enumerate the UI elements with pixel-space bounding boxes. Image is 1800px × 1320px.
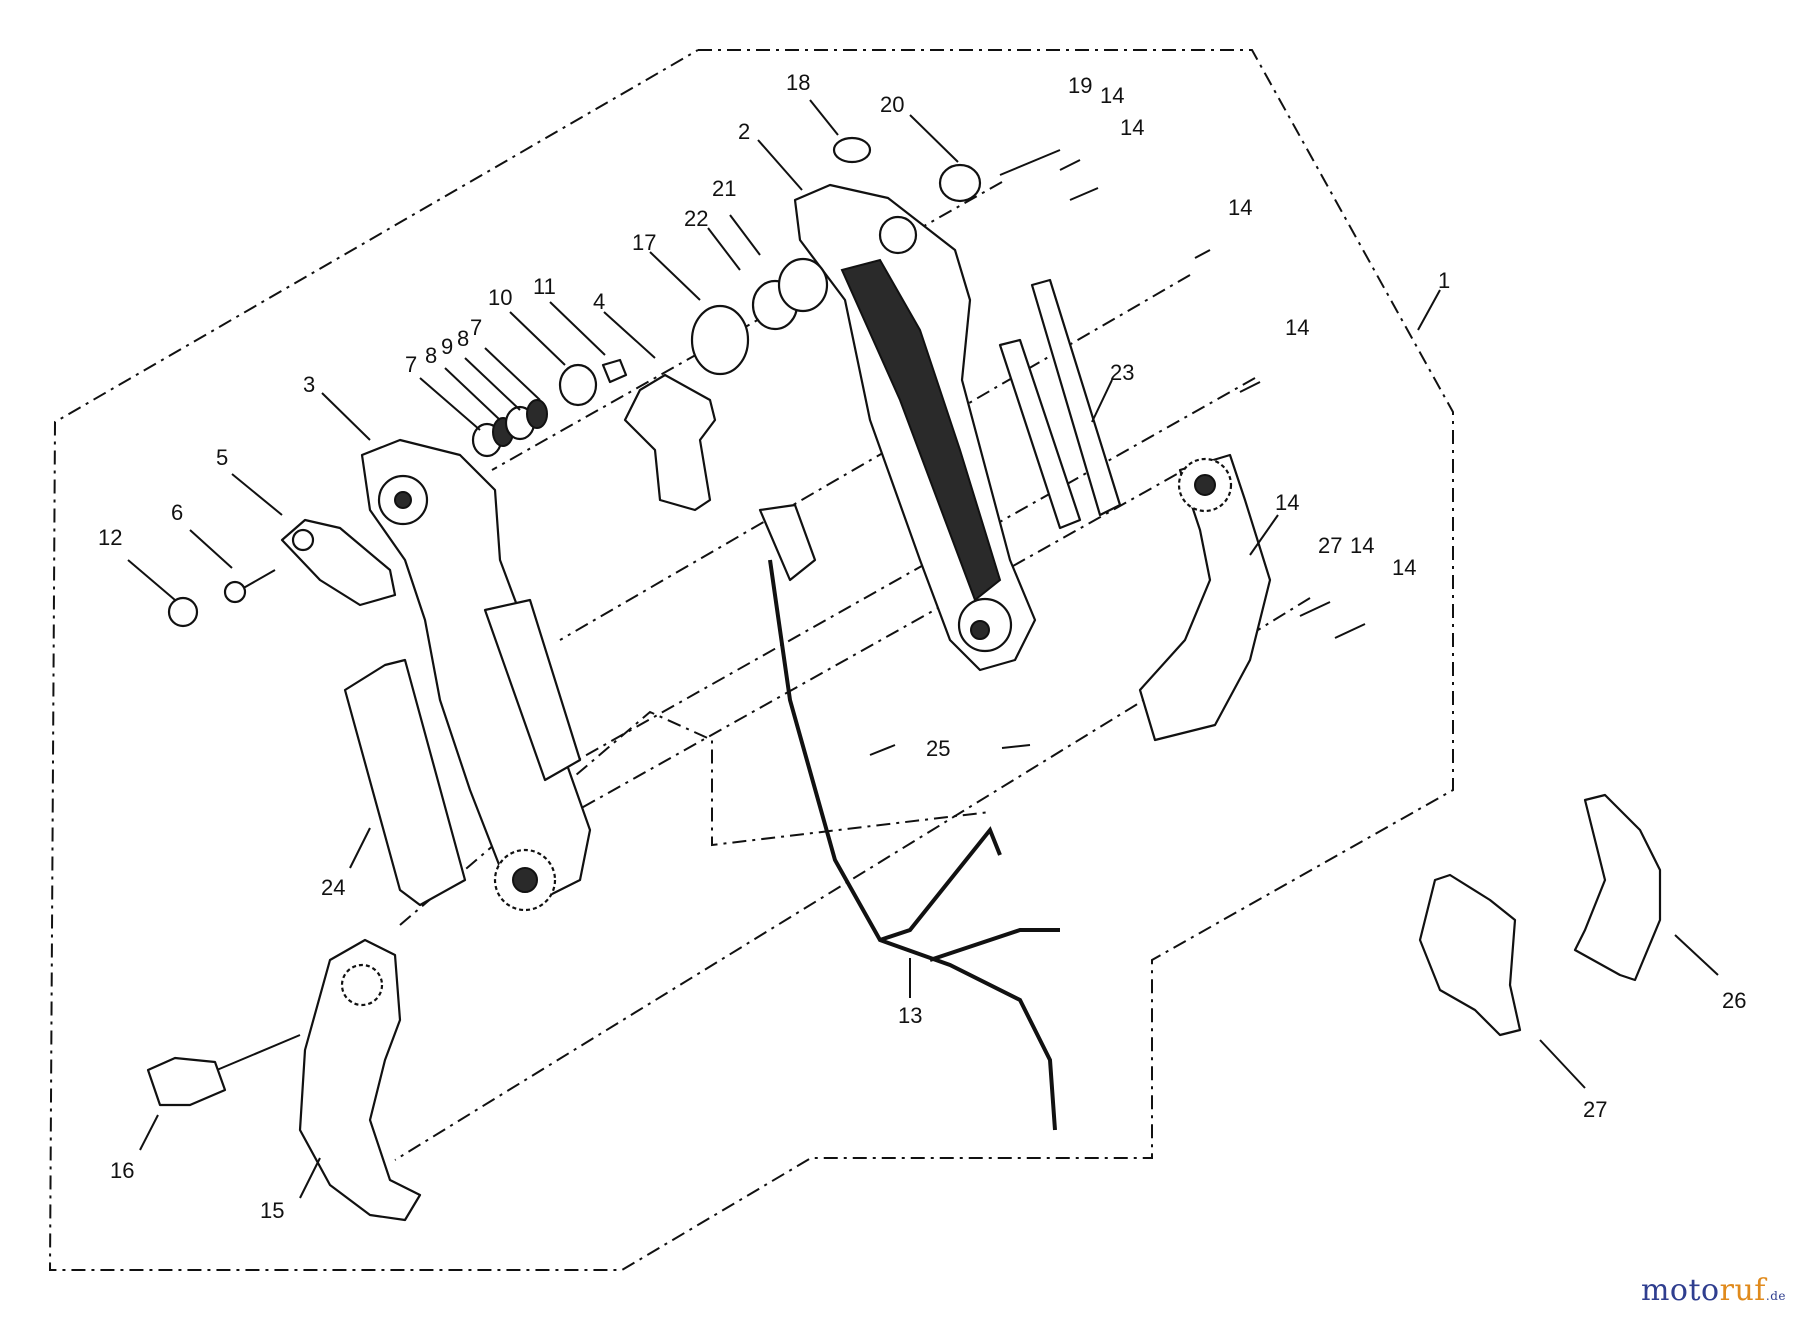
screw-and-nut-parts xyxy=(167,569,276,628)
callout-21: 20 xyxy=(880,92,904,117)
callout-22: 21 xyxy=(712,176,736,201)
callout-17: 16 xyxy=(110,1158,134,1183)
screws-14-parts xyxy=(1299,601,1366,639)
knob-bracket-part xyxy=(280,518,397,607)
guide-rail-part xyxy=(998,249,1261,530)
right-housing-part xyxy=(793,183,1037,672)
callout-25: 24 xyxy=(321,875,345,900)
right-clamp-part xyxy=(1138,453,1272,742)
watermark-part2: ruf xyxy=(1719,1273,1766,1308)
trigger-lever-part xyxy=(623,373,717,512)
callout-18: 17 xyxy=(632,230,656,255)
callout-5: 5 xyxy=(216,445,228,470)
callout-3: 3 xyxy=(303,372,315,397)
callout-14e: 14 xyxy=(1350,533,1374,558)
callout-16: 15 xyxy=(260,1198,284,1223)
callout-7a: 7 xyxy=(405,352,417,377)
callout-27b: 27 xyxy=(1583,1097,1607,1122)
callout-8a: 8 xyxy=(425,343,437,368)
callout-2: 2 xyxy=(738,119,750,144)
cap-and-fitting-parts xyxy=(999,149,1099,201)
callout-20: 19 xyxy=(1068,73,1092,98)
callout-19: 18 xyxy=(786,70,810,95)
callout-4: 4 xyxy=(593,289,605,314)
washer-stack xyxy=(471,136,982,458)
callout-24: 23 xyxy=(1110,360,1134,385)
callout-14b: 14 xyxy=(1120,115,1144,140)
callout-15: 14 xyxy=(1275,490,1299,515)
cover-plate-part xyxy=(343,658,467,907)
callout-1: 1 xyxy=(1438,268,1450,293)
callout-14g: 27 xyxy=(1318,533,1342,558)
callout-8b: 8 xyxy=(457,326,469,351)
callout-26: 25 xyxy=(926,736,950,761)
callout-7b: 7 xyxy=(470,315,482,340)
left-housing-part xyxy=(360,438,592,912)
left-clamp-part xyxy=(298,938,422,1222)
callout-leaders xyxy=(127,99,1719,1199)
motoruf-watermark: motoruf.de xyxy=(1641,1273,1786,1308)
callout-14c: 14 xyxy=(1228,195,1252,220)
callout-11: 11 xyxy=(533,274,556,299)
callout-14f: 14 xyxy=(1392,555,1416,580)
callout-12: 12 xyxy=(98,525,122,550)
callout-14d: 14 xyxy=(1285,315,1309,340)
clamp-shims-part xyxy=(1418,793,1662,1037)
assembly-boundary xyxy=(48,49,1454,1271)
callout-6: 6 xyxy=(171,500,183,525)
wing-knob-part xyxy=(146,1034,301,1107)
screw-26-part xyxy=(869,744,896,756)
callout-14a: 14 xyxy=(1100,83,1124,108)
callout-23: 22 xyxy=(684,206,708,231)
callout-13: 13 xyxy=(898,1003,922,1028)
throttle-cable-part xyxy=(758,503,1060,1131)
callout-10: 10 xyxy=(488,285,512,310)
callout-labels: 1 2 3 4 5 6 7 7 8 8 9 10 11 12 13 14 14 … xyxy=(98,70,1746,1223)
watermark-part1: moto xyxy=(1640,1273,1720,1308)
callout-27a: 26 xyxy=(1722,988,1746,1013)
callout-9: 9 xyxy=(441,334,453,359)
watermark-suffix: .de xyxy=(1765,1289,1786,1303)
